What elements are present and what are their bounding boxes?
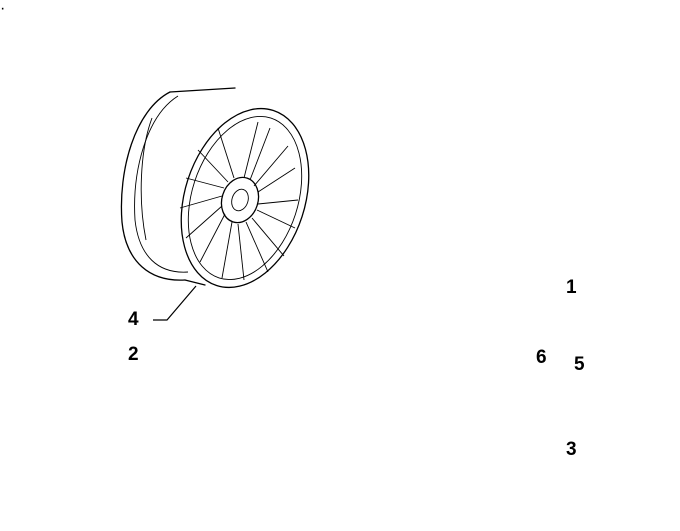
callout-6: 6 xyxy=(536,347,547,368)
leader-line-1: · 1 2 3 4 5 6 const data = JSON.parse(do… xyxy=(0,0,585,459)
callout-5: 5 xyxy=(574,354,585,375)
wheel-ten-spoke-icon[interactable] xyxy=(120,87,330,304)
wheel-five-double-spoke-icon[interactable]: · xyxy=(0,0,6,17)
callout-4: 4 xyxy=(128,309,139,330)
callout-3: 3 xyxy=(566,439,577,460)
callout-2: 2 xyxy=(128,344,139,365)
leader-line-4 xyxy=(153,285,197,321)
callout-1: 1 xyxy=(566,277,577,298)
